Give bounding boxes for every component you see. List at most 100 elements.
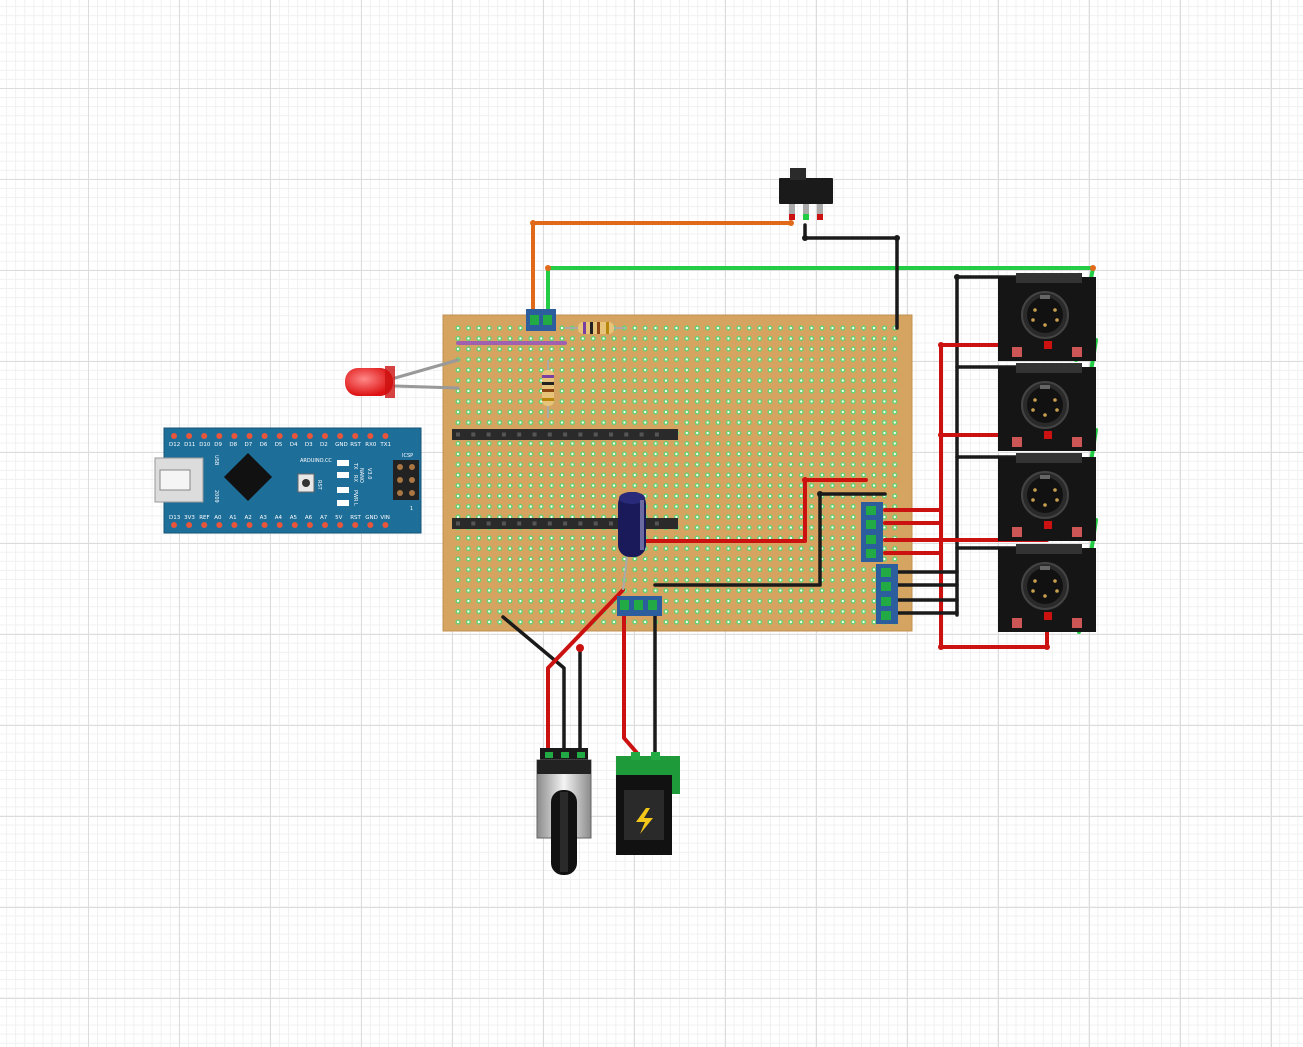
arduino-pin[interactable]: [261, 522, 268, 528]
arduino-pin[interactable]: [216, 522, 223, 528]
board-hole-center: [550, 442, 553, 445]
midi-din-jack[interactable]: [998, 273, 1096, 361]
terminal-block-bottom[interactable]: [617, 596, 662, 616]
midi-din-jack[interactable]: [998, 453, 1096, 541]
pin-label: A0: [214, 515, 222, 521]
board-hole-center: [633, 358, 636, 361]
arduino-pin[interactable]: [382, 522, 389, 528]
arduino-pin[interactable]: [171, 522, 177, 528]
board-hole-center: [477, 463, 480, 466]
board-hole-center: [748, 547, 751, 550]
arduino-pin[interactable]: [337, 433, 344, 439]
board-hole-center: [706, 400, 709, 403]
board-hole-center: [737, 463, 740, 466]
arduino-pin[interactable]: [276, 522, 283, 528]
pin-label: D9: [214, 442, 222, 448]
arduino-pin[interactable]: [337, 522, 344, 528]
board-hole-center: [675, 515, 678, 519]
terminal-block-top[interactable]: [526, 309, 556, 331]
board-hole-center: [820, 400, 824, 403]
header-pin: [456, 432, 460, 437]
board-hole-center: [571, 557, 574, 561]
wire-red-board[interactable]: [630, 478, 868, 543]
board-hole-center: [592, 494, 595, 498]
board-hole-center: [789, 452, 792, 456]
usb-connector[interactable]: [154, 457, 204, 503]
arduino-pin[interactable]: [231, 433, 238, 439]
board-hole-center: [571, 494, 574, 498]
board-hole-center: [696, 484, 699, 487]
board-hole-center: [488, 505, 491, 508]
board-hole-center: [862, 610, 865, 613]
board-hole-center: [696, 347, 699, 351]
board-hole-center: [779, 557, 782, 561]
arduino-pin[interactable]: [306, 433, 313, 439]
wire-pot-black[interactable]: [501, 615, 566, 754]
board-hole-center: [727, 547, 730, 550]
arduino-pin[interactable]: [261, 433, 268, 439]
resistor-vertical[interactable]: [542, 360, 554, 418]
board-hole-center: [716, 410, 720, 414]
board-hole-center: [519, 421, 522, 424]
board-hole-center: [477, 379, 480, 382]
midi-din-jack[interactable]: [998, 544, 1096, 632]
arduino-pin[interactable]: [291, 433, 298, 439]
board-hole-center: [748, 494, 751, 498]
red-led[interactable]: [345, 366, 395, 398]
arduino-pin[interactable]: [367, 522, 374, 528]
board-hole-center: [696, 389, 699, 393]
arduino-pin[interactable]: [276, 433, 283, 439]
arduino-pin[interactable]: [171, 433, 177, 439]
arduino-pin[interactable]: [216, 433, 223, 439]
board-hole-center: [540, 379, 543, 382]
arduino-pin[interactable]: [367, 433, 374, 439]
dc-power-jack[interactable]: [616, 752, 680, 855]
arduino-pin[interactable]: [291, 522, 298, 528]
board-hole-center: [852, 505, 855, 508]
board-hole-center: [820, 463, 824, 466]
board-hole-center: [768, 347, 772, 351]
board-hole-center: [592, 379, 595, 382]
board-hole-center: [893, 494, 896, 498]
board-hole-center: [758, 599, 761, 603]
arduino-pin[interactable]: [201, 433, 208, 439]
arduino-pin[interactable]: [382, 433, 389, 439]
board-hole-center: [581, 410, 584, 414]
board-hole-center: [664, 620, 668, 624]
terminal-block-right-lower[interactable]: [876, 564, 898, 624]
arduino-pin[interactable]: [322, 433, 328, 439]
board-hole-center: [810, 494, 813, 498]
reset-button[interactable]: [297, 473, 315, 493]
arduino-pin[interactable]: [352, 433, 359, 439]
electrolytic-capacitor[interactable]: [618, 492, 646, 591]
midi-din-jack[interactable]: [998, 363, 1096, 451]
arduino-pin[interactable]: [322, 522, 328, 528]
arduino-pin[interactable]: [231, 522, 238, 528]
board-hole-center: [602, 379, 605, 382]
wire-black-board[interactable]: [653, 492, 887, 587]
board-hole-center: [737, 347, 740, 351]
board-hole-center: [748, 484, 751, 487]
board-hole-center: [737, 610, 740, 613]
header-pin: [639, 432, 644, 437]
arduino-pin[interactable]: [201, 522, 208, 528]
arduino-pin[interactable]: [306, 522, 313, 528]
wire-pot-red-1[interactable]: [546, 588, 625, 754]
board-hole-center: [529, 484, 532, 487]
terminal-block-right-upper[interactable]: [861, 502, 883, 562]
slide-switch[interactable]: [779, 168, 833, 220]
board-hole-center: [727, 400, 730, 403]
board-hole-center: [779, 484, 782, 487]
arduino-pin[interactable]: [186, 433, 193, 439]
arduino-pin[interactable]: [246, 433, 253, 439]
resistor-horizontal[interactable]: [565, 322, 625, 334]
potentiometer[interactable]: [536, 748, 592, 875]
arduino-pin[interactable]: [352, 522, 359, 528]
board-hole-center: [560, 337, 564, 340]
wire-black-switch[interactable]: [803, 223, 899, 330]
arduino-pin[interactable]: [246, 522, 253, 528]
board-hole-center: [810, 442, 813, 445]
arduino-pin[interactable]: [186, 522, 193, 528]
wire-power-red[interactable]: [622, 606, 639, 755]
